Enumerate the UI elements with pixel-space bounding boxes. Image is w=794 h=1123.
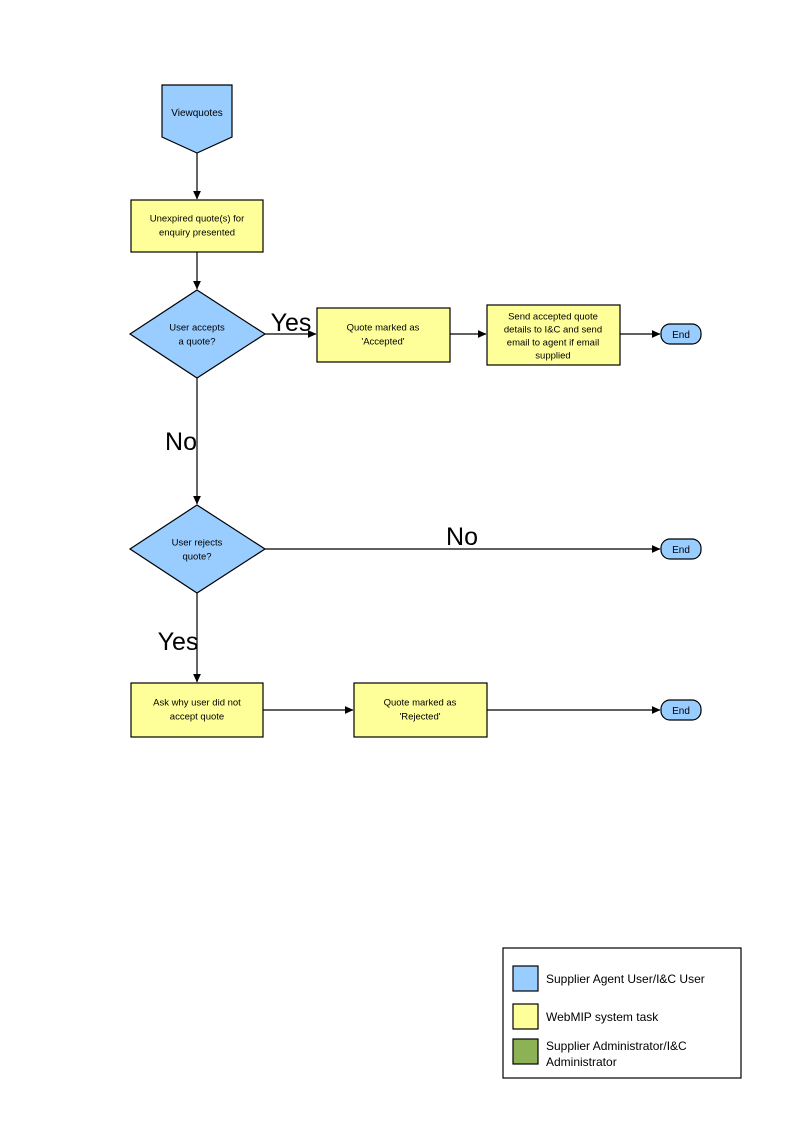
node-decision-reject-shape[interactable]: [128, 504, 267, 594]
legend-box: [502, 947, 742, 1079]
branch-label-reject-yes: Yes: [158, 628, 199, 656]
node-end-accepted-shape[interactable]: [660, 323, 702, 345]
legend-label-0-line1: Supplier Agent User/I&C User: [546, 972, 705, 986]
node-quote-accepted-label-line2: 'Accepted': [361, 337, 404, 348]
branch-label-reject-no: No: [446, 523, 478, 551]
node-ask-why-label-line1: Ask why user did not: [153, 698, 241, 709]
legend-swatch-2: [512, 1038, 539, 1065]
node-decision-reject-label-line1: User rejects: [172, 538, 223, 549]
branch-label-accept-yes: Yes: [271, 309, 312, 337]
node-quote-accepted-shape[interactable]: [316, 307, 451, 363]
node-decision-accept-label-line1: User accepts: [169, 323, 225, 334]
node-end-rejected-shape[interactable]: [660, 699, 702, 721]
node-end-no-reject-label: End: [672, 545, 690, 556]
node-start-label: Viewquotes: [171, 108, 223, 119]
node-start-shape[interactable]: [161, 84, 233, 154]
legend-swatch-0: [512, 965, 539, 992]
node-quote-rejected-label-line2: 'Rejected': [399, 712, 440, 723]
legend-label-2-line2: Administrator: [546, 1055, 617, 1069]
node-send-details-label-line1: Send accepted quote: [508, 312, 598, 323]
node-end-no-reject-shape[interactable]: [660, 538, 702, 560]
legend-label-2-line1: Supplier Administrator/I&C: [546, 1039, 687, 1053]
node-decision-reject-label-line2: quote?: [182, 552, 211, 563]
legend-label-1-line1: WebMIP system task: [546, 1010, 659, 1024]
node-quote-rejected-shape[interactable]: [353, 682, 488, 738]
node-send-details-label-line2: details to I&C and send: [504, 325, 602, 336]
node-unexpired-shape[interactable]: [130, 199, 264, 253]
node-end-rejected-label: End: [672, 706, 690, 717]
node-send-details-shape[interactable]: [486, 304, 621, 366]
node-end-accepted-label: End: [672, 330, 690, 341]
node-unexpired-label-line1: Unexpired quote(s) for: [150, 214, 245, 225]
node-quote-accepted-label-line1: Quote marked as: [347, 323, 420, 334]
node-decision-accept-label-line2: a quote?: [179, 337, 216, 348]
node-decision-accept-shape[interactable]: [128, 289, 267, 379]
node-send-details-label-line4: supplied: [535, 351, 570, 362]
node-ask-why-label-line2: accept quote: [170, 712, 224, 723]
legend-swatch-1: [512, 1003, 539, 1030]
node-ask-why-shape[interactable]: [130, 682, 264, 738]
node-send-details-label-line3: email to agent if email: [507, 338, 599, 349]
branch-label-accept-no: No: [165, 428, 197, 456]
node-unexpired-label-line2: enquiry presented: [159, 228, 235, 239]
node-quote-rejected-label-line1: Quote marked as: [384, 698, 457, 709]
